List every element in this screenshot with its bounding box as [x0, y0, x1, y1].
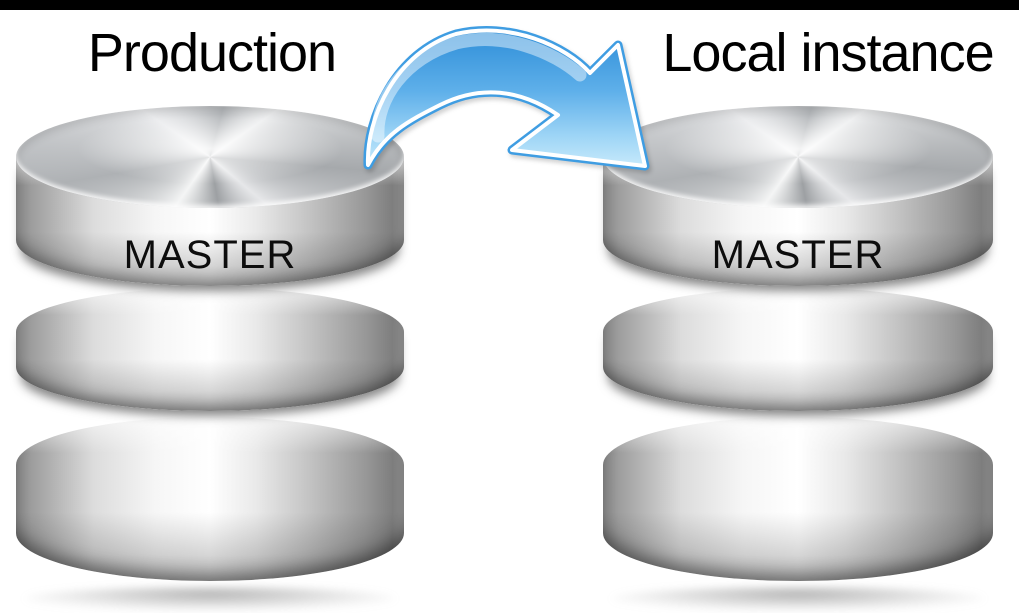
database-middle-disk: [16, 288, 404, 411]
top-letterbox-bar: [0, 0, 1019, 10]
database-top-face: [16, 106, 404, 208]
database-reflection: [611, 587, 985, 611]
database-top-face: [603, 106, 993, 208]
database-bottom-disk: [603, 417, 993, 581]
local-instance-title: Local instance: [662, 23, 994, 83]
database-reflection: [24, 587, 396, 611]
curved-arrow-icon: [363, 26, 650, 171]
database-bottom-disk: [16, 417, 404, 581]
database-middle-disk: [603, 288, 993, 411]
local-database-icon: MASTER: [603, 106, 993, 611]
production-database-icon: MASTER: [16, 106, 404, 611]
production-db-label: MASTER: [123, 233, 297, 277]
local-db-label: MASTER: [711, 233, 885, 277]
production-title: Production: [87, 23, 337, 83]
